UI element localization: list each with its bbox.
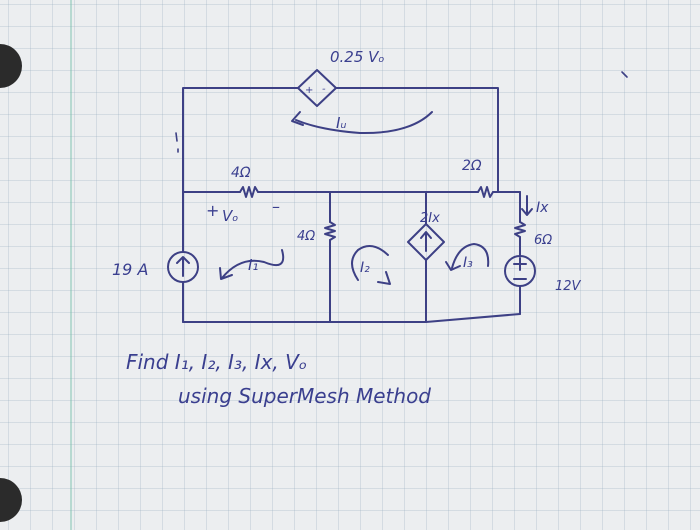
mesh-u-arrowhead bbox=[291, 111, 304, 126]
mesh-1-arrow bbox=[221, 249, 285, 279]
mesh-u-label: Iᵤ bbox=[336, 114, 347, 132]
ix-label: Ix bbox=[536, 200, 549, 216]
svg-text:-: - bbox=[322, 84, 326, 95]
r-right-label: 6Ω bbox=[534, 233, 552, 248]
mesh-3-label: I₃ bbox=[463, 255, 473, 271]
margin-line bbox=[70, 0, 72, 530]
mesh-2-arrowhead bbox=[377, 271, 391, 285]
mesh-1-arrowhead bbox=[219, 267, 233, 280]
battery-label: 12V bbox=[555, 279, 582, 294]
r-top-left-label: 4Ω bbox=[231, 165, 251, 181]
binder-hole-top bbox=[0, 44, 22, 88]
question-line-2: using SuperMesh Method bbox=[178, 384, 431, 408]
mesh-3-arrowhead bbox=[445, 261, 461, 271]
question-line-1: Find I₁, I₂, I₃, Ix, Vₒ bbox=[126, 350, 308, 374]
pen-mark-left bbox=[175, 132, 179, 153]
right-branch bbox=[514, 191, 526, 315]
vo-plus: + bbox=[206, 201, 219, 220]
dep-current-label: 2Ix bbox=[420, 211, 440, 226]
pen-mark-right bbox=[621, 71, 628, 78]
mesh-2-label: I₂ bbox=[360, 260, 370, 276]
middle-wire bbox=[182, 186, 521, 198]
binder-hole-bottom bbox=[0, 478, 22, 522]
battery-12v bbox=[504, 255, 536, 287]
mesh-3-arrow bbox=[451, 243, 490, 269]
dep-voltage-label: 0.25 Vₒ bbox=[330, 48, 385, 66]
mesh-2-arrow bbox=[351, 245, 389, 281]
mesh-u-arrow bbox=[295, 111, 433, 135]
dependent-voltage-source: + - bbox=[297, 69, 337, 107]
r-top-right-label: 2Ω bbox=[462, 158, 482, 174]
bottom-wire bbox=[182, 313, 521, 323]
r-mid-label: 4Ω bbox=[297, 229, 315, 244]
vo-label: Vₒ bbox=[222, 207, 238, 225]
middle-branch bbox=[324, 191, 336, 323]
source-current-label: 19 A bbox=[112, 260, 148, 279]
mesh-1-label: I₁ bbox=[248, 256, 258, 274]
dependent-current-source bbox=[407, 223, 445, 261]
current-source-19a bbox=[167, 251, 199, 283]
top-loop-wires bbox=[182, 87, 499, 193]
ix-arrow bbox=[521, 195, 533, 216]
vo-minus: – bbox=[272, 197, 280, 216]
svg-text:+: + bbox=[305, 85, 313, 96]
